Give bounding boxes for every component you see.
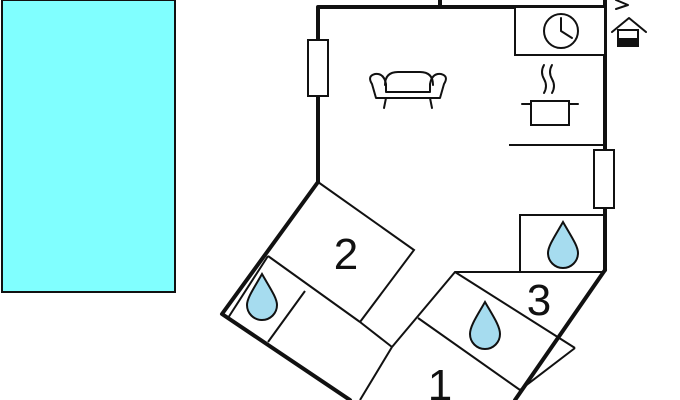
water-drop-icon [245,271,279,321]
sofa-icon [369,71,447,109]
clock-icon [514,6,606,56]
water-drop-icon [546,219,580,269]
water-drop-icon [468,299,502,350]
room-number-3: 3 [527,276,551,325]
boiler-icon [611,0,647,47]
window-icon [307,39,329,97]
interior-walls [227,144,605,400]
outer-walls [220,0,607,400]
room-number-2: 2 [334,230,358,279]
pool [1,0,176,293]
cooking-pot-icon [521,64,579,126]
window-icon [593,149,615,209]
room-number-1: 1 [428,361,452,400]
